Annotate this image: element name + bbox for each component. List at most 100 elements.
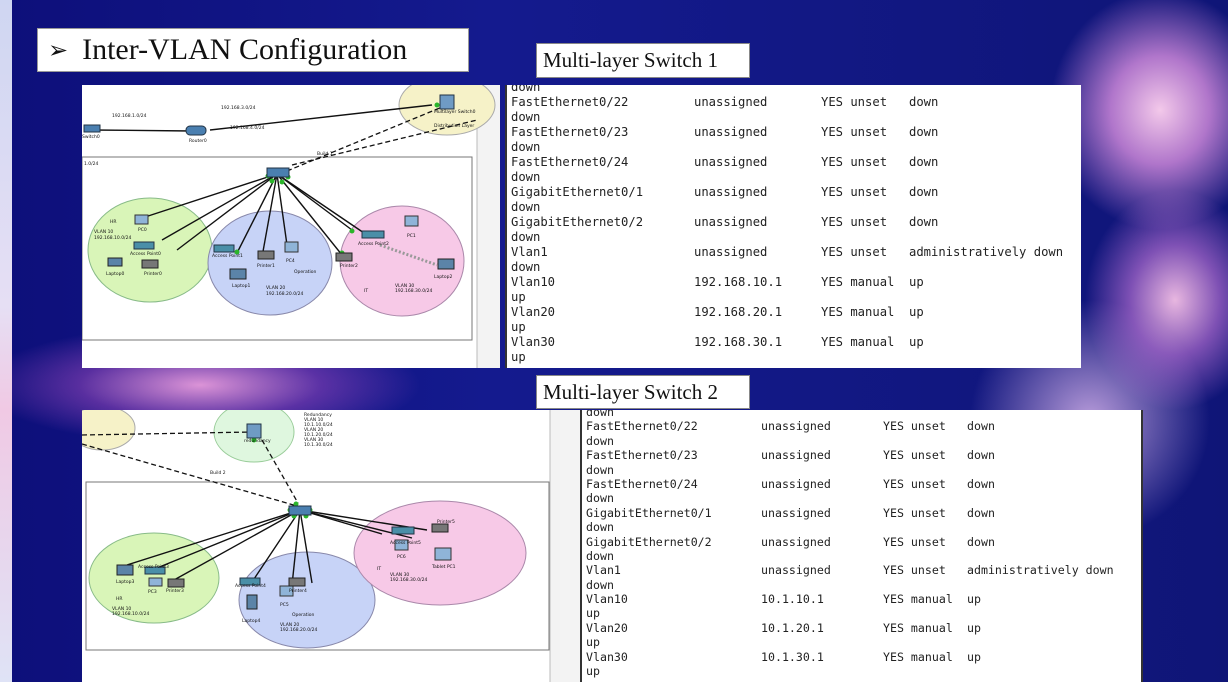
ok-method-cell: YES manual	[821, 275, 895, 289]
protocol-line: down	[511, 260, 541, 274]
protocol-line: down	[511, 170, 541, 184]
iface-cell: Vlan30	[511, 335, 556, 349]
status-cell: down	[909, 155, 939, 169]
build-label: Build 1	[317, 151, 333, 157]
ok-method-cell: YES manual	[883, 620, 953, 635]
iface-cell: Vlan20	[586, 620, 628, 635]
mls-label: redundancy	[244, 438, 271, 444]
iface-cell: GigabitEthernet0/2	[586, 534, 712, 549]
protocol-line: down	[586, 491, 614, 506]
redundancy-label: Redundancy	[304, 412, 332, 418]
slide-title: ➢ Inter-VLAN Configuration	[37, 28, 469, 72]
ip-cell: unassigned	[694, 185, 768, 199]
hr-label: HR	[116, 596, 123, 602]
ok-method-cell: YES unset	[821, 245, 888, 259]
it-label: IT	[377, 566, 381, 572]
pc6-label: PC6	[397, 554, 406, 560]
it-label: IT	[364, 288, 368, 294]
ip-cell: 192.168.20.1	[694, 305, 783, 319]
ap5-label: Access Point5	[390, 540, 421, 546]
net-label: 1.0/24	[84, 161, 99, 167]
pc1-label: PC1	[407, 233, 416, 239]
slide-edge-strip	[0, 0, 12, 682]
pc3-label: PC3	[148, 589, 157, 595]
laptop1-label: Laptop1	[232, 283, 250, 289]
terminal-row: GigabitEthernet0/1 unassigned YES unset dow…	[507, 185, 1081, 200]
protocol-line: down	[511, 200, 541, 214]
ip-cell: 10.1.30.1	[761, 649, 824, 664]
ok-method-cell: YES unset	[821, 125, 888, 139]
vlan30-label: VLAN 30	[390, 572, 409, 578]
printer0-label: Printer0	[144, 271, 162, 277]
laptop4-label: Laptop4	[242, 618, 260, 624]
ap2-label: Access Point2	[358, 241, 389, 247]
status-cell: up	[967, 592, 981, 607]
vlan10-net-label: 192.168.10.0/24	[112, 611, 149, 617]
terminal-line: down	[586, 410, 614, 419]
ap3-label: Access Point3	[138, 564, 169, 570]
ip-cell: unassigned	[694, 95, 768, 109]
ok-method-cell: YES manual	[821, 335, 895, 349]
status-cell: down	[967, 419, 995, 434]
hr-label: HR	[110, 219, 117, 225]
network-device-icon	[83, 94, 455, 280]
ok-method-cell: YES unset	[883, 419, 946, 434]
iface-cell: Vlan10	[511, 275, 556, 289]
iface-cell: Vlan20	[511, 305, 556, 319]
ip-cell: unassigned	[694, 215, 768, 229]
iface-cell: Vlan10	[586, 592, 628, 607]
protocol-line: up	[511, 350, 526, 364]
ok-method-cell: YES manual	[883, 649, 953, 664]
vlan30-label: VLAN 30	[395, 283, 414, 289]
iface-cell: Vlan1	[511, 245, 548, 259]
iface-cell: Vlan1	[586, 563, 621, 578]
operation-label: Operation	[294, 269, 317, 275]
router-label: Router0	[189, 138, 207, 144]
iface-cell: Vlan30	[586, 649, 628, 664]
protocol-line: down	[586, 548, 614, 563]
laptop3-label: Laptop3	[116, 579, 134, 585]
protocol-line: up	[511, 320, 526, 334]
ip-cell: 10.1.20.1	[761, 620, 824, 635]
ok-method-cell: YES unset	[883, 563, 946, 578]
switch2-topology: Redundancy VLAN 10 10.1.10.0/24 VLAN 20 …	[82, 410, 580, 682]
status-cell: down	[967, 448, 995, 463]
status-cell: down	[967, 476, 995, 491]
switch2-label: Multi-layer Switch 2	[536, 375, 750, 409]
ok-method-cell: YES unset	[883, 505, 946, 520]
vlan20-label: VLAN 20	[266, 285, 285, 291]
laptop0-label: Laptop0	[106, 271, 124, 277]
ip-cell: unassigned	[761, 448, 831, 463]
ip-cell: 192.168.10.1	[694, 275, 783, 289]
status-cell: down	[909, 185, 939, 199]
ok-method-cell: YES manual	[883, 592, 953, 607]
printer4-label: Printer4	[289, 588, 307, 594]
status-cell: down	[967, 534, 995, 549]
pc5-label: PC5	[280, 602, 289, 608]
protocol-line: up	[511, 290, 526, 304]
iface-cell: GigabitEthernet0/1	[511, 185, 644, 199]
net-label: 192.168.1.0/24	[112, 113, 147, 119]
ok-method-cell: YES unset	[821, 185, 888, 199]
status-cell: up	[967, 649, 981, 664]
protocol-line: up	[586, 664, 600, 679]
ok-method-cell: YES unset	[883, 476, 946, 491]
vlan20-label: VLAN 20	[280, 622, 299, 628]
laptop2-label: Laptop2	[434, 274, 452, 280]
ok-method-cell: YES unset	[883, 448, 946, 463]
net-label: VLAN 10	[304, 417, 323, 423]
